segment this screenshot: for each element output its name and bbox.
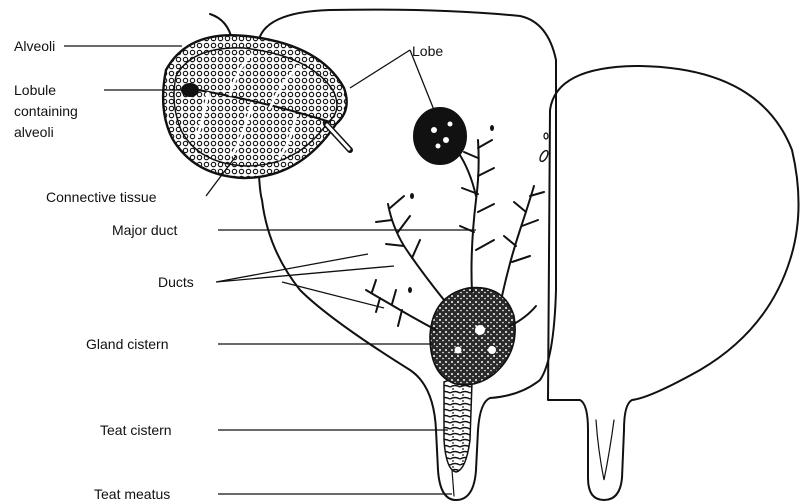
label-lobule-3: alveoli — [14, 124, 54, 140]
duct-tree-right — [502, 186, 544, 296]
right-quarter-outline — [548, 66, 799, 500]
label-alveoli: Alveoli — [14, 38, 55, 54]
label-gland-cistern: Gland cistern — [86, 336, 168, 352]
cistern-spot — [488, 346, 496, 354]
gland-cistern-shape — [430, 288, 515, 385]
label-lobe: Lobe — [412, 43, 443, 59]
magnified-lobule — [163, 14, 350, 178]
teat-canal — [452, 470, 454, 496]
teat-cistern-shape — [444, 379, 472, 472]
leader-ducts — [216, 254, 394, 308]
label-ducts: Ducts — [158, 274, 194, 290]
lobe-shape — [414, 108, 466, 164]
label-teat-meatus: Teat meatus — [94, 486, 170, 502]
duct-tree-left — [376, 196, 444, 300]
right-teat-inner — [596, 420, 614, 480]
label-lobule-2: containing — [14, 103, 78, 119]
label-lobule-1: Lobule — [14, 82, 56, 98]
leader-lobe — [350, 50, 434, 110]
label-major-duct: Major duct — [112, 222, 177, 238]
label-connective-tissue: Connective tissue — [46, 189, 157, 205]
duct-tree-lower-left — [366, 280, 436, 330]
label-teat-cistern: Teat cistern — [100, 422, 172, 438]
cistern-spot — [455, 347, 462, 354]
cistern-spot — [475, 325, 485, 335]
